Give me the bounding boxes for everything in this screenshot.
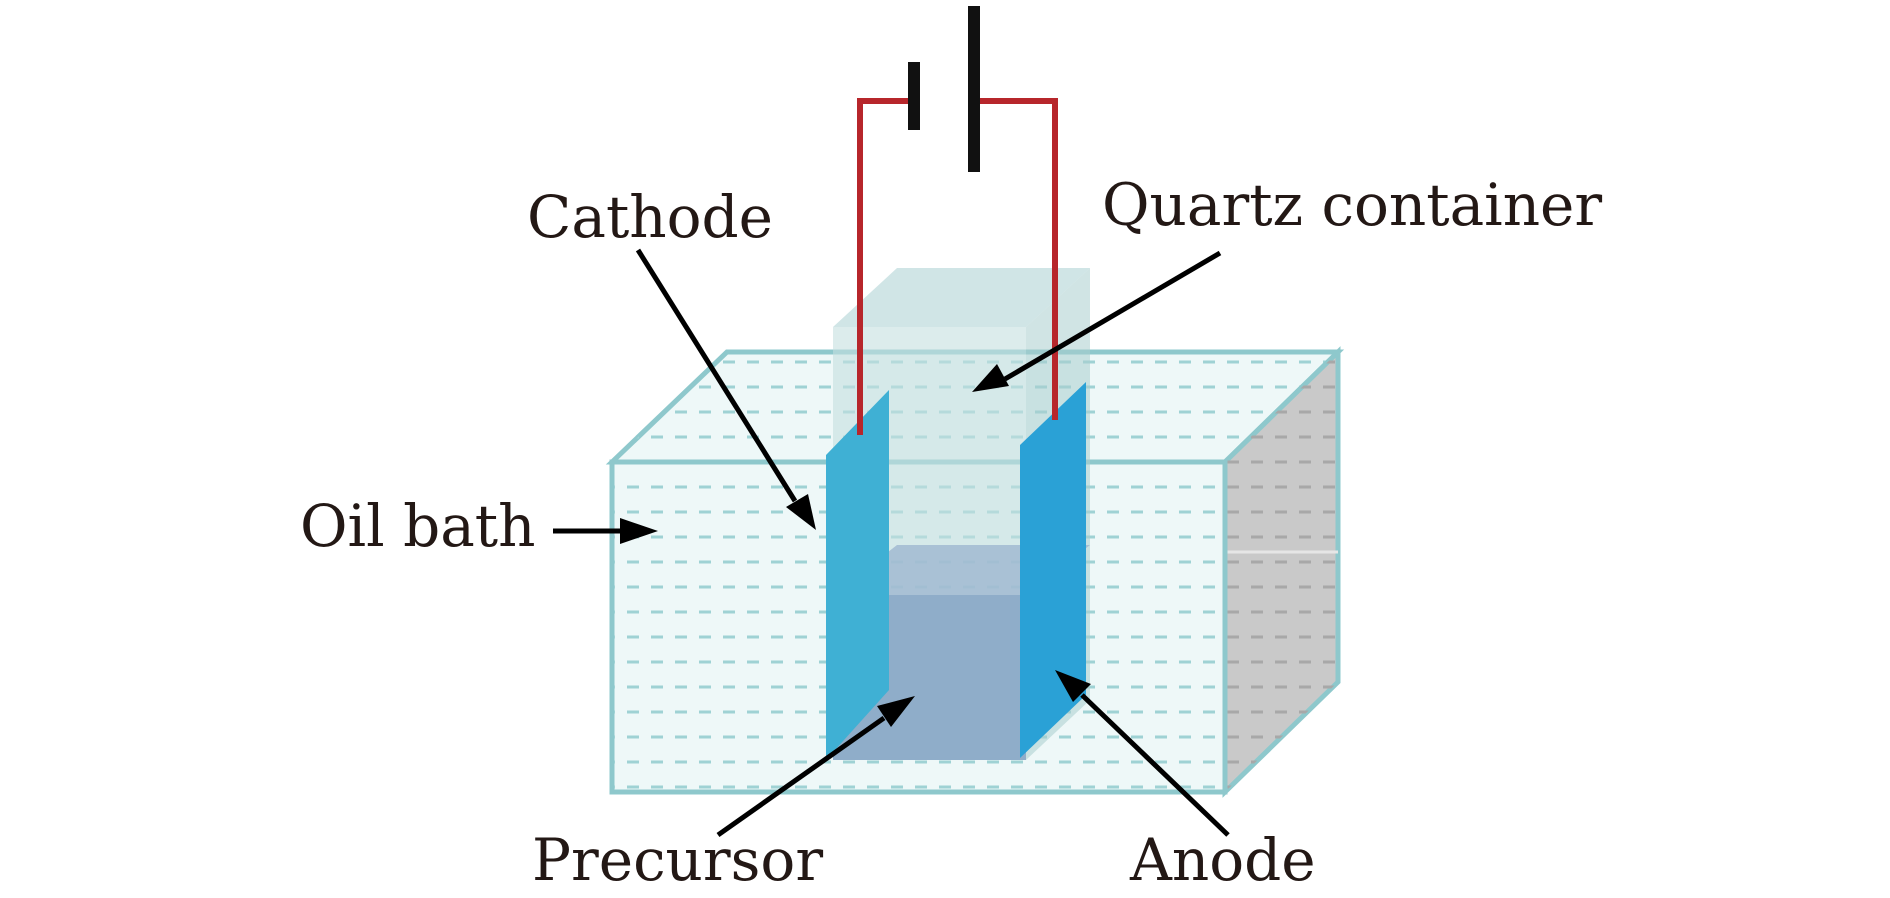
label-precursor: Precursor: [532, 826, 823, 894]
label-cathode: Cathode: [527, 183, 773, 251]
oil-bath-arrow: [553, 518, 658, 544]
anode-wire: [974, 98, 1058, 420]
pointer-arrows: [553, 248, 1230, 838]
cathode-plate: [826, 390, 889, 760]
anode-plate: [1020, 382, 1086, 758]
quartz-container-top-face: [833, 268, 1090, 327]
cathode-arrow: [635, 248, 816, 530]
oil-bath-side-dashes: [1225, 352, 1338, 792]
precursor-arrow: [716, 696, 915, 838]
cathode-wire: [857, 98, 914, 435]
label-anode: Anode: [1129, 826, 1316, 894]
anode-arrow: [1055, 670, 1230, 837]
circuit: [857, 6, 1058, 435]
quartz-container-arrow: [972, 250, 1222, 392]
label-oil-bath: Oil bath: [300, 492, 535, 560]
label-quartz-container: Quartz container: [1102, 171, 1602, 239]
